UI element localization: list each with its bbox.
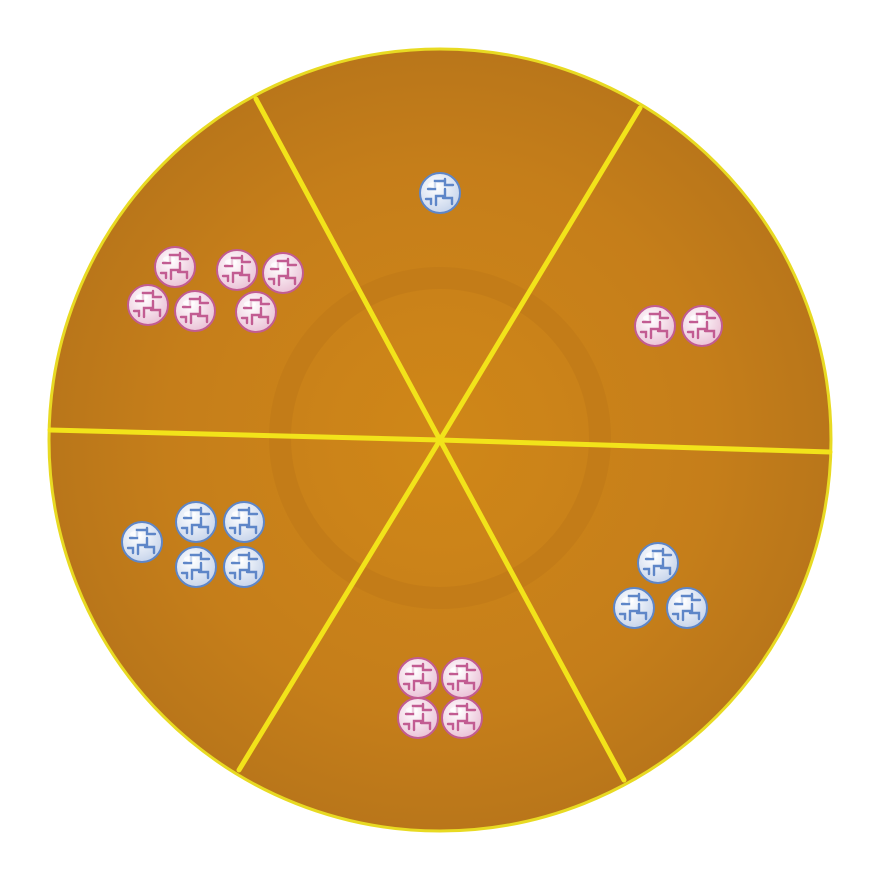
pink-seed [216, 249, 258, 291]
pink-seed [235, 291, 277, 333]
pink-seed [262, 252, 304, 294]
pink-seed [127, 284, 169, 326]
blue-seed [419, 172, 461, 214]
sector-upper-right-pit[interactable] [634, 305, 723, 347]
pink-seed [681, 305, 723, 347]
blue-seed [175, 546, 217, 588]
blue-seed [613, 587, 655, 629]
divider-line [437, 437, 627, 783]
blue-seed [666, 587, 708, 629]
blue-seed [637, 542, 679, 584]
blue-seed [175, 501, 217, 543]
sector-top-pit[interactable] [419, 172, 461, 214]
pink-seed [441, 697, 483, 739]
pink-seed [634, 305, 676, 347]
blue-seed [223, 501, 265, 543]
pink-seed [174, 290, 216, 332]
divider-line [47, 427, 443, 443]
sector-lower-right-pit[interactable] [613, 542, 708, 629]
divider-line [437, 437, 833, 455]
divider-line [236, 437, 443, 773]
pink-seed [441, 657, 483, 699]
sector-dividers [47, 96, 833, 783]
blue-seed [223, 546, 265, 588]
divider-line [253, 96, 443, 443]
sector-upper-left-pit[interactable] [127, 246, 304, 333]
blue-seed [121, 521, 163, 563]
pink-seed [397, 657, 439, 699]
divider-line [437, 105, 643, 443]
pink-seed [154, 246, 196, 288]
sector-bottom-pit[interactable] [397, 657, 483, 739]
sector-lower-left-pit[interactable] [121, 501, 265, 588]
pink-seed [397, 697, 439, 739]
